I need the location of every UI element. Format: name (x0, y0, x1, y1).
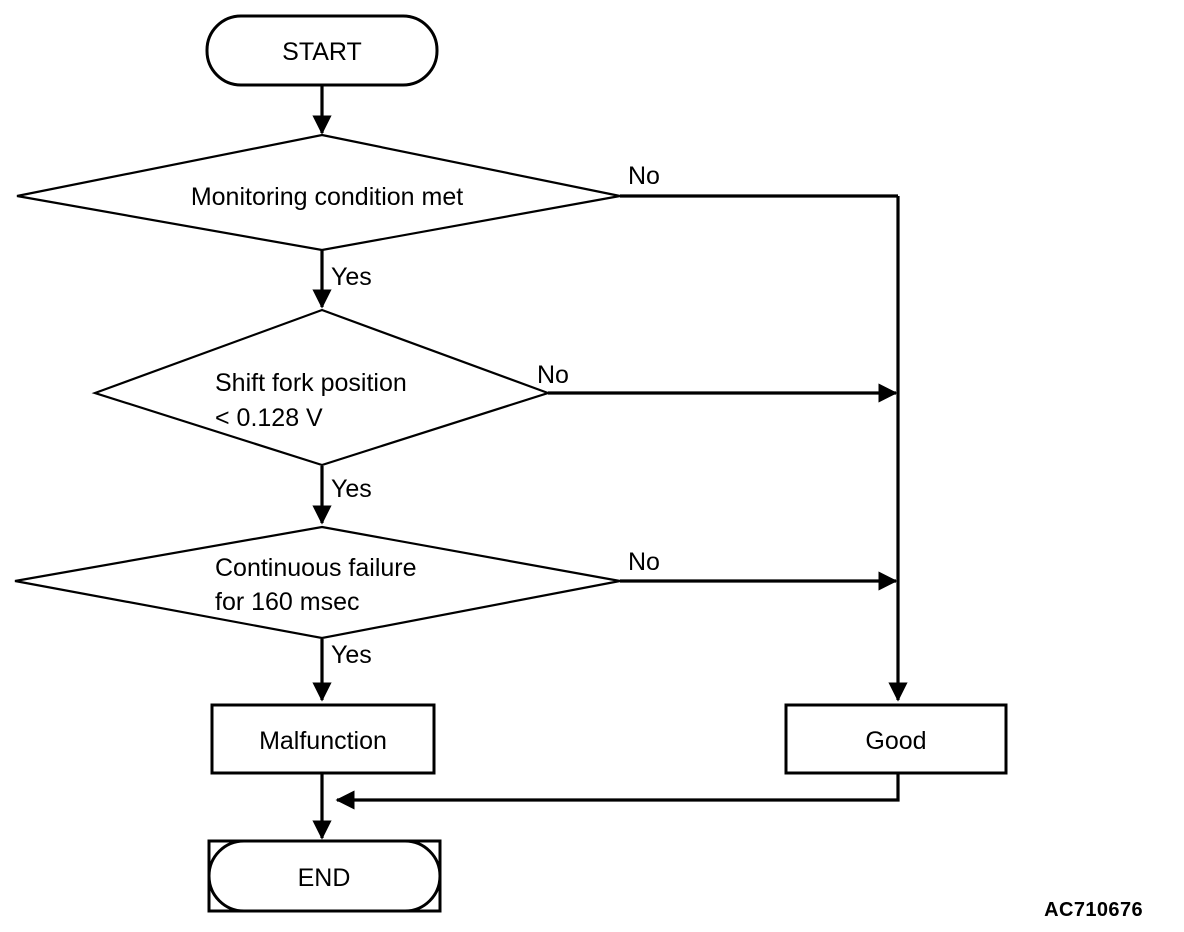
node-decision-continuous-failure[interactable]: Continuous failure for 160 msec (14, 525, 621, 640)
node-decision1-label: Monitoring condition met (191, 183, 463, 211)
node-decision3-label-line2: for 160 msec (215, 588, 360, 616)
edge-label-cond1-yes: Yes (331, 263, 372, 291)
node-malfunction-label: Malfunction (259, 727, 387, 755)
node-end[interactable]: END (207, 839, 442, 913)
edge-label-cond3-yes: Yes (331, 641, 372, 669)
node-good[interactable]: Good (784, 703, 1008, 775)
edge-label-cond1-no: No (628, 162, 660, 190)
node-start-label: START (282, 38, 362, 66)
edge-label-cond3-no: No (628, 548, 660, 576)
node-start[interactable]: START (205, 14, 439, 87)
connector-good-to-end (335, 773, 900, 810)
reference-code: AC710676 (1044, 899, 1143, 921)
node-decision-monitoring-condition[interactable]: Monitoring condition met (16, 133, 621, 252)
node-good-label: Good (865, 727, 926, 755)
node-decision2-label-line2: < 0.128 V (215, 404, 323, 432)
edge-label-cond2-no: No (537, 361, 569, 389)
node-decision3-label-line1: Continuous failure (215, 554, 417, 582)
node-decision-shift-fork-position[interactable]: Shift fork position < 0.128 V (91, 308, 552, 467)
edge-label-cond2-yes: Yes (331, 475, 372, 503)
node-malfunction[interactable]: Malfunction (210, 703, 436, 775)
node-end-label: END (298, 864, 351, 892)
node-decision2-label-line1: Shift fork position (215, 369, 407, 397)
